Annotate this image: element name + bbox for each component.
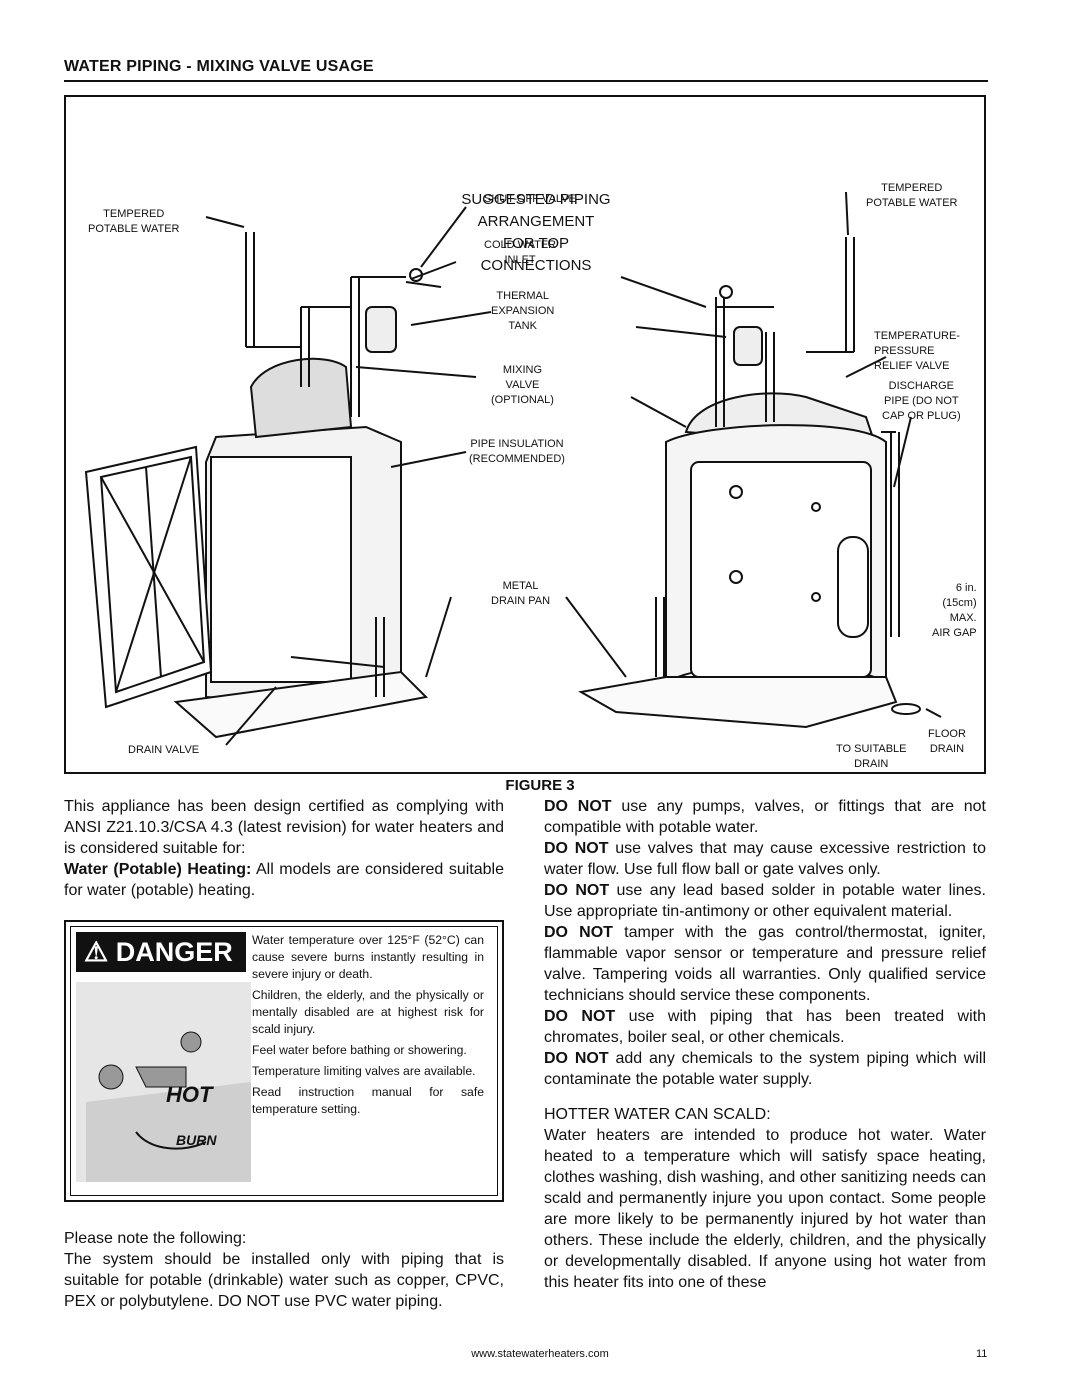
note-paragraph: Please note the following: (64, 1230, 247, 1247)
left-column-lower: Please note the following: The system sh… (64, 1228, 504, 1312)
do-not-text: use any lead based solder in potable wat… (544, 882, 986, 920)
potable-heating-text: All models are considered suitable for w… (64, 861, 504, 899)
label-shutoff-valve: SHUT-OFF VALVE (484, 193, 576, 205)
do-not-label: DO NOT (544, 1050, 609, 1067)
piping-paragraph: The system should be installed only with… (64, 1251, 504, 1310)
label-tempered-left: TEMPERED POTABLE WATER (88, 208, 180, 235)
do-not-item: DO NOT use any lead based solder in pota… (544, 880, 986, 922)
do-not-item: DO NOT use any pumps, valves, or fitting… (544, 796, 986, 838)
danger-line: Children, the elderly, and the physicall… (252, 988, 484, 1036)
certification-paragraph: This appliance has been design certified… (64, 798, 504, 857)
danger-label-border (70, 926, 498, 1196)
do-not-text: use valves that may cause excessive rest… (544, 840, 987, 878)
figure-caption: FIGURE 3 (505, 777, 575, 794)
danger-label: ⚠ DANGER HOT BURN Water temperature over… (64, 920, 504, 1202)
piping-illustration (84, 191, 942, 746)
burn-text: BURN (176, 1132, 217, 1148)
do-not-text: use any pumps, valves, or fittings that … (544, 798, 987, 836)
figure-title-line: CONNECTIONS (480, 257, 592, 274)
footer-url: www.statewaterheaters.com (471, 1348, 609, 1360)
label-drain-valve: DRAIN VALVE (128, 744, 200, 756)
do-not-label: DO NOT (544, 1008, 616, 1025)
figure-piping-diagram: SUGGESTED PIPING ARRANGEMENT FOR TOP CON… (64, 95, 986, 774)
page-number: 11 (976, 1348, 988, 1360)
do-not-label: DO NOT (544, 798, 612, 815)
left-column: This appliance has been design certified… (64, 796, 504, 901)
danger-badge: ⚠ DANGER (76, 932, 246, 972)
label-tempered-right: TEMPERED POTABLE WATER (866, 182, 958, 209)
do-not-text: use with piping that has been treated wi… (544, 1008, 987, 1046)
figure-title-line: ARRANGEMENT (477, 213, 595, 230)
do-not-text: tamper with the gas control/thermostat, … (544, 924, 987, 1004)
label-mixing-valve: MIXING VALVE (OPTIONAL) (491, 364, 554, 406)
hotter-water-text: Water heaters are intended to produce ho… (544, 1127, 986, 1291)
label-floor-drain: FLOOR DRAIN (928, 728, 966, 755)
figure-title: SUGGESTED PIPING ARRANGEMENT FOR TOP CON… (426, 189, 646, 277)
label-pipe-insulation: PIPE INSULATION (RECOMMENDED) (469, 438, 565, 465)
do-not-item: DO NOT use with piping that has been tre… (544, 1006, 986, 1048)
label-to-suitable-drain: TO SUITABLE DRAIN (836, 743, 907, 770)
potable-heating-heading: Water (Potable) Heating: (64, 861, 252, 878)
scald-faucet-icon (76, 982, 251, 1182)
warning-triangle-icon: ⚠ (84, 937, 109, 967)
danger-line: Feel water before bathing or showering. (252, 1043, 467, 1057)
do-not-label: DO NOT (544, 882, 610, 899)
potable-heating-paragraph: Water (Potable) Heating: All models are … (64, 859, 504, 901)
label-thermal-expansion-tank: THERMAL EXPANSION TANK (491, 290, 555, 332)
danger-line: Temperature limiting valves are availabl… (252, 1064, 476, 1078)
danger-line: Water temperature over 125°F (52°C) can … (252, 933, 484, 981)
label-tp-relief-valve: TEMPERATURE- PRESSURE RELIEF VALVE (874, 330, 960, 372)
do-not-label: DO NOT (544, 924, 613, 941)
do-not-text: add any chemicals to the system piping w… (544, 1050, 986, 1088)
figure-title-line: FOR TOP (502, 235, 570, 252)
figure-title-line: SUGGESTED PIPING (461, 191, 611, 208)
do-not-item: DO NOT use valves that may cause excessi… (544, 838, 986, 880)
section-header: WATER PIPING - MIXING VALVE USAGE (64, 58, 988, 82)
do-not-item: DO NOT tamper with the gas control/therm… (544, 922, 986, 1006)
danger-line: Read instruction manual for safe tempera… (252, 1085, 484, 1116)
label-discharge-pipe: DISCHARGE PIPE (DO NOT CAP OR PLUG) (882, 380, 961, 422)
do-not-label: DO NOT (544, 840, 609, 857)
label-cold-water-inlet: COLD WATER INLET (484, 239, 557, 266)
right-column: DO NOT use any pumps, valves, or fitting… (544, 796, 986, 1293)
label-air-gap: 6 in. (15cm) MAX. AIR GAP (932, 582, 977, 639)
do-not-item: DO NOT add any chemicals to the system p… (544, 1048, 986, 1090)
label-metal-drain-pan: METAL DRAIN PAN (491, 580, 551, 607)
danger-badge-text: DANGER (115, 937, 233, 967)
hot-text: HOT (166, 1082, 213, 1107)
hotter-water-title: HOTTER WATER CAN SCALD: (544, 1106, 771, 1123)
danger-text: Water temperature over 125°F (52°C) can … (252, 932, 484, 1122)
